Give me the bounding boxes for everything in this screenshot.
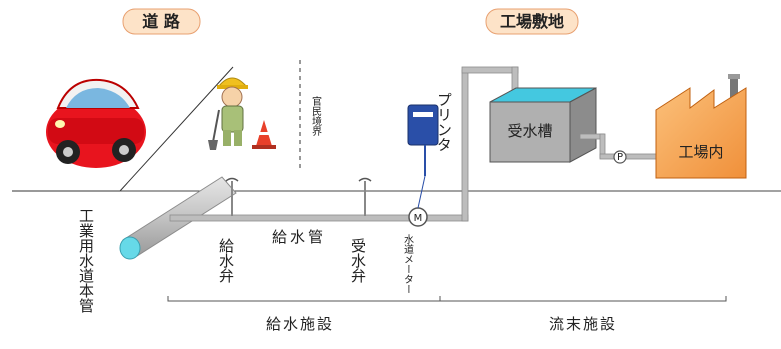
water-meter-icon: M (408, 207, 428, 227)
receiving-valve-icon (358, 177, 372, 216)
receiving-tank: 受水槽 (489, 87, 597, 163)
downstream-facilities-label: 流末施設 (549, 315, 617, 333)
supply-pipe (169, 66, 519, 222)
factory-site-header-text: 工場敷地 (500, 12, 564, 31)
factory-site-header: 工場敷地 (485, 8, 579, 35)
car-icon (46, 78, 146, 168)
road-header: 道 路 (122, 8, 201, 35)
section-bracket (167, 296, 727, 302)
receiving-tank-label: 受水槽 (507, 122, 552, 140)
pump-symbol: P (617, 152, 623, 163)
printer-icon (407, 104, 439, 209)
traffic-cone-icon (252, 120, 276, 149)
supply-valve-label: 給水弁 (217, 238, 235, 283)
industrial-main-label: 工業用水道本管 (77, 208, 95, 313)
road-header-text: 道 路 (142, 12, 181, 31)
printer-label: プリンタ (435, 92, 453, 152)
factory-icon: 工場内 (655, 74, 747, 179)
boundary-label: 官民境界 (310, 95, 322, 137)
supply-valve-icon (225, 177, 239, 216)
supply-pipe-label: 給水管 (272, 228, 326, 246)
receiving-valve-label: 受水弁 (349, 238, 367, 283)
worker-icon (208, 77, 248, 150)
meter-symbol: M (414, 213, 423, 224)
supply-facilities-label: 給水施設 (266, 315, 334, 333)
water-meter-label: 水道メーター (402, 234, 414, 294)
factory-interior-label: 工場内 (678, 143, 723, 161)
pump-icon: P (613, 150, 627, 164)
